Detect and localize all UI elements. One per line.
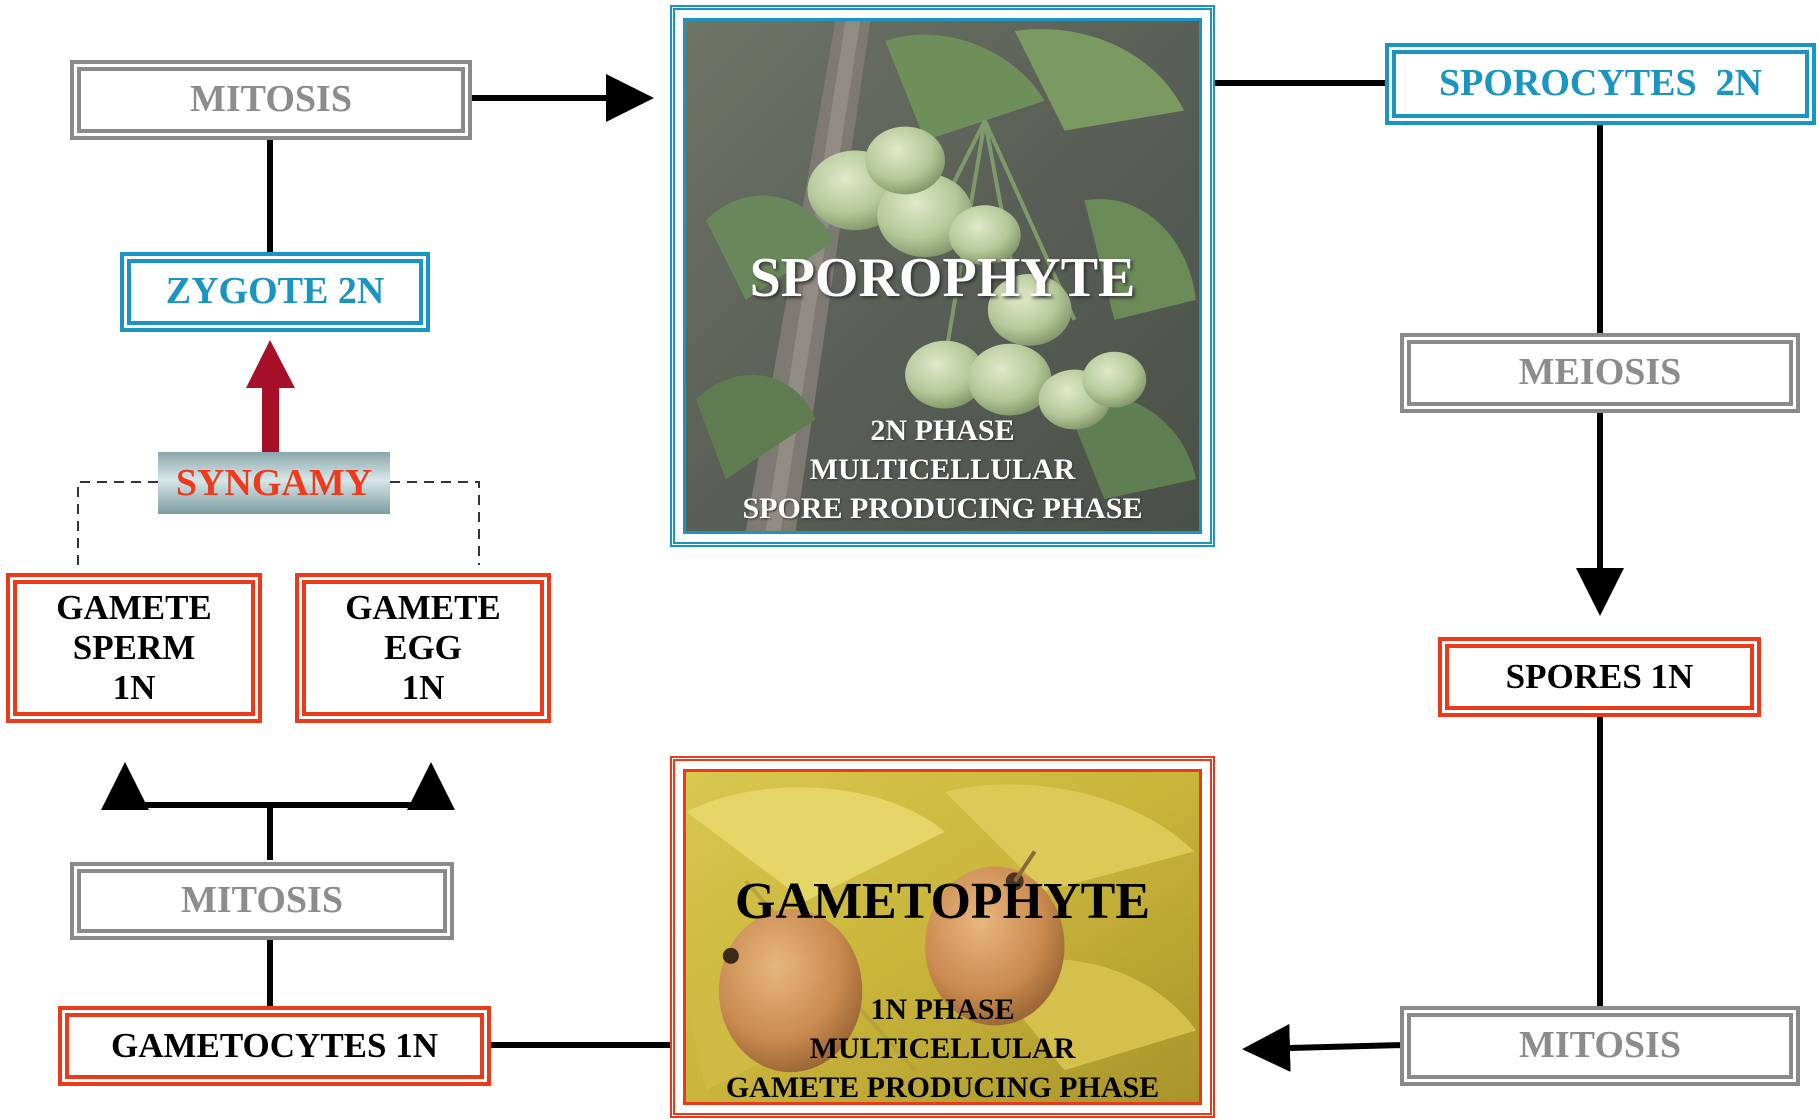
gametophyte-title: GAMETOPHYTE <box>734 873 1151 930</box>
mitosis-right-label: MITOSIS <box>1519 1024 1681 1067</box>
gametocytes-box: GAMETOCYTES 1N <box>58 1006 491 1086</box>
sporocytes-label: SPOROCYTES 2N <box>1438 62 1763 105</box>
mitosis-top-label: MITOSIS <box>190 78 352 121</box>
gametophyte-panel: GAMETOPHYTE 1N PHASE MULTICELLULAR GAMET… <box>670 756 1215 1118</box>
gamete-sperm-line-1: GAMETE <box>56 587 212 627</box>
gamete-sperm-line-3: 1N <box>112 668 156 708</box>
gametocytes-label: GAMETOCYTES 1N <box>110 1025 439 1065</box>
sporophyte-photo: SPOROPHYTE 2N PHASE MULTICELLULAR SPORE … <box>683 18 1202 534</box>
sporophyte-panel: SPOROPHYTE 2N PHASE MULTICELLULAR SPORE … <box>670 5 1215 547</box>
zygote-box: ZYGOTE 2N <box>120 252 430 332</box>
gamete-egg-box: GAMETE EGG 1N <box>295 573 551 723</box>
sporophyte-line-3: SPORE PRODUCING PHASE <box>742 492 1143 525</box>
spores-label: SPORES 1N <box>1505 656 1694 696</box>
syngamy-box: SYNGAMY <box>158 452 390 514</box>
sporophyte-title: SPOROPHYTE <box>749 247 1136 309</box>
arrow-mitosis-to-gametophyte <box>1242 1023 1406 1072</box>
meiosis-label: MEIOSIS <box>1518 351 1682 394</box>
dashed-bracket <box>77 481 480 565</box>
mitosis-right-box: MITOSIS <box>1400 1006 1800 1086</box>
gamete-egg-line-3: 1N <box>401 668 445 708</box>
gamete-sperm-box: GAMETE SPERM 1N <box>6 573 262 723</box>
spores-box: SPORES 1N <box>1438 637 1761 717</box>
gametophyte-line-2: MULTICELLULAR <box>809 1032 1076 1065</box>
gamete-sperm-line-2: SPERM <box>72 627 196 667</box>
ginkgo-seeds-image <box>686 21 1199 531</box>
gametophyte-photo: GAMETOPHYTE 1N PHASE MULTICELLULAR GAMET… <box>683 769 1202 1105</box>
zygote-label: ZYGOTE 2N <box>165 270 385 313</box>
mitosis-top-box: MITOSIS <box>70 60 472 140</box>
sporophyte-line-2: MULTICELLULAR <box>809 453 1076 486</box>
arrow-syngamy-to-zygote <box>246 340 295 452</box>
mitosis-left-label: MITOSIS <box>181 879 343 922</box>
gametophyte-line-1: 1N PHASE <box>870 993 1015 1026</box>
sporocytes-box: SPOROCYTES 2N <box>1385 43 1816 125</box>
gametophyte-description: 1N PHASE MULTICELLULAR GAMETE PRODUCING … <box>686 990 1199 1104</box>
sporophyte-description: 2N PHASE MULTICELLULAR SPORE PRODUCING P… <box>686 411 1199 528</box>
gametophyte-line-3: GAMETE PRODUCING PHASE <box>725 1071 1160 1104</box>
gamete-egg-line-1: GAMETE <box>345 587 501 627</box>
sporophyte-line-1: 2N PHASE <box>870 414 1015 447</box>
ginkgo-fruit-image <box>686 772 1199 1102</box>
meiosis-box: MEIOSIS <box>1400 333 1800 413</box>
mitosis-left-box: MITOSIS <box>70 862 454 940</box>
syngamy-label: SYNGAMY <box>175 462 373 504</box>
gamete-egg-line-2: EGG <box>384 627 462 667</box>
